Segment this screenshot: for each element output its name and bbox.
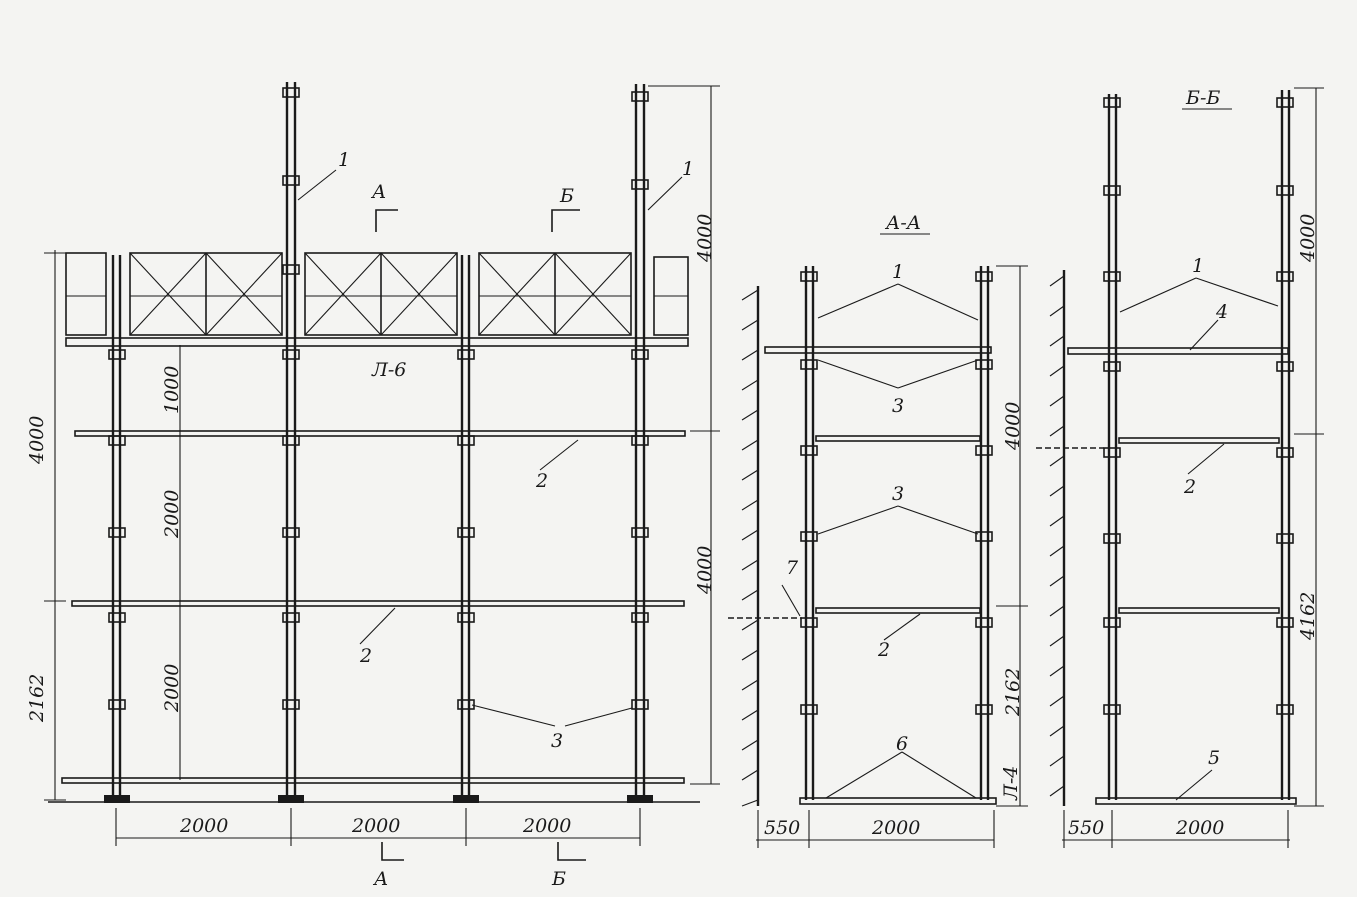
aa-callout-couplers-mid: 3 [892,483,904,505]
callout-post-left: 1 [338,149,350,171]
couplers-aa [800,271,993,715]
left-dimension-line [44,250,66,801]
aa-callout-ledger: 2 [877,639,890,661]
dim-2000-a: 2000 [161,490,183,539]
front-base-plates [104,795,653,803]
front-leader-lines [297,169,683,727]
section-aa-posts [804,266,990,800]
callout-post-right: 1 [682,158,694,180]
bottom-dimension-line [115,808,641,846]
section-bb-posts [1107,90,1291,800]
bb-dim-upper: 4000 [1297,214,1319,263]
bb-callout-base: 5 [1208,747,1220,769]
front-ledgers [61,430,686,784]
bottom-dim-2: 2000 [351,815,400,837]
aa-ladder-label: Л-4 [1000,766,1022,801]
couplers-bb [1103,97,1294,715]
dim-2000-b: 2000 [161,664,183,713]
bottom-dim-3: 2000 [522,815,571,837]
aa-dim-upper: 4000 [1002,402,1024,451]
bb-dim-550: 550 [1068,817,1104,839]
callout-coupler: 3 [551,730,563,752]
section-bb-title: Б-Б [1185,87,1220,109]
wall-aa [742,286,758,806]
aa-dim-lower: 2162 [1002,668,1024,717]
bb-dim-lower: 4162 [1297,592,1319,641]
deck-aa [764,346,992,354]
callout-ledger-lower: 2 [359,645,372,667]
top-deck [65,337,689,347]
guard-rail-panels [65,252,689,336]
aa-callout-base: 6 [896,733,908,755]
section-aa-title: А-А [884,212,921,234]
bottom-dim-1: 2000 [179,815,228,837]
section-a-bottom: А [372,868,388,890]
ledgers-aa [799,435,997,805]
section-b-top: Б [559,185,574,207]
bb-callout-posts: 1 [1192,255,1204,277]
inner-dimension-line [170,345,190,780]
left-dim-lower: 2162 [26,674,48,723]
bb-callout-ledger: 2 [1183,476,1196,498]
right-dim-lower: 4000 [694,546,716,595]
ledgers-bb [1095,437,1297,805]
wall-hatch-bb [1049,275,1065,797]
dim-1000: 1000 [161,366,183,414]
dim-lines-bb [1062,87,1324,848]
right-dim-upper: 4000 [694,214,716,263]
dim-lines-aa [756,265,1028,848]
aa-callout-posts: 1 [892,261,904,283]
section-markers [375,209,586,861]
bb-dim-2000: 2000 [1175,817,1224,839]
aa-dim-2000: 2000 [871,817,920,839]
bb-callout-deck: 4 [1215,301,1228,323]
front-view: 4000 2162 1000 2000 2000 4000 4000 2000 [26,82,720,890]
section-b-bottom: Б [551,868,566,890]
aa-callout-anchor: 7 [786,557,799,579]
section-aa: А-А [728,212,1028,848]
deck-bb [1067,347,1289,355]
wall-hatch-aa [741,289,759,807]
section-a-top: А [370,181,386,203]
left-dim-upper: 4000 [26,416,48,465]
right-dimension-line [648,85,720,785]
aa-callout-couplers-top: 3 [892,395,904,417]
callout-ledger-upper: 2 [535,470,548,492]
leader-lines-aa [781,283,979,799]
aa-dim-550: 550 [764,817,800,839]
section-bb: Б-Б [1036,87,1324,848]
deck-label: Л-6 [371,359,406,381]
leader-lines-bb [1119,277,1279,801]
